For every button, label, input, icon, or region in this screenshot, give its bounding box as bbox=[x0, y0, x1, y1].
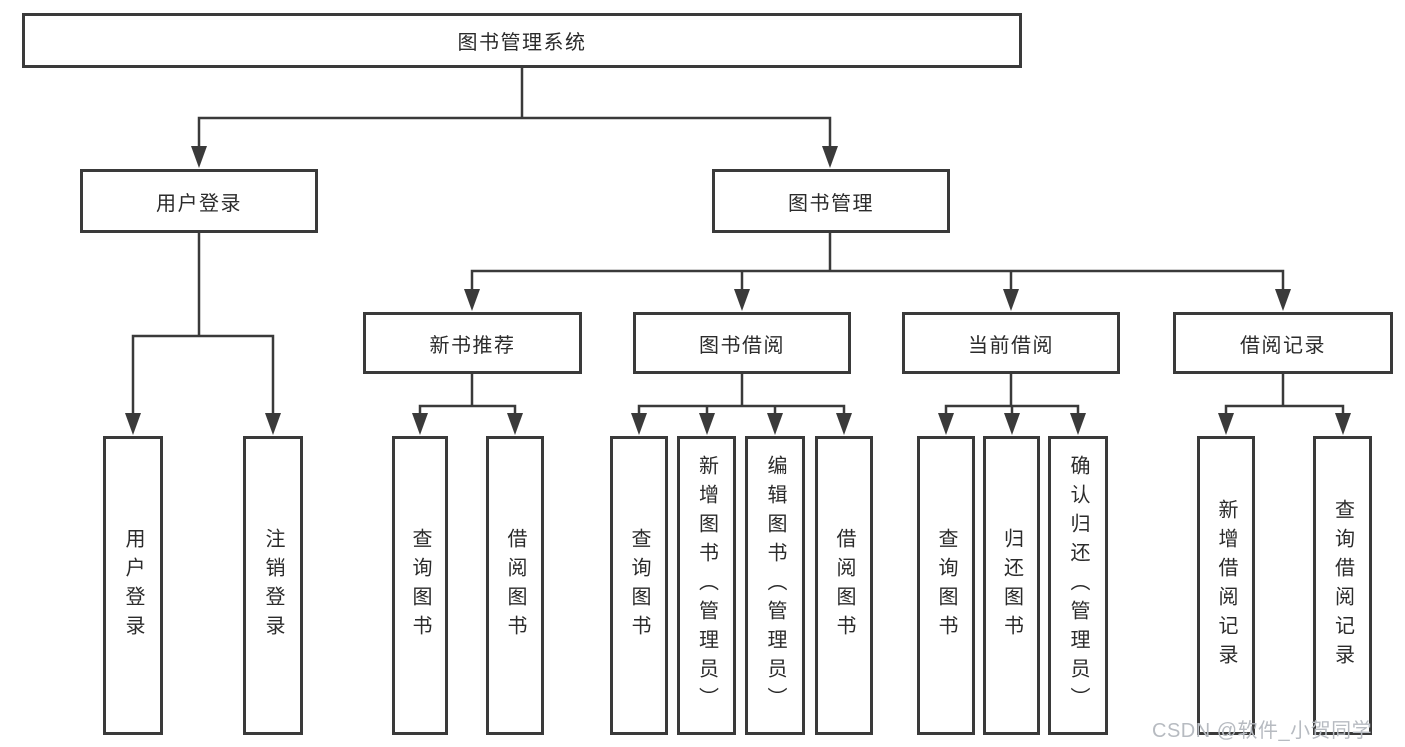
leaf-return-books-label: 归还图书 bbox=[1000, 527, 1023, 644]
node-new-book-recommend-label: 新书推荐 bbox=[429, 334, 516, 357]
leaf-query-books-recommend-label: 查询图书 bbox=[409, 527, 431, 644]
node-borrowing-records: 借阅记录 bbox=[1173, 312, 1393, 374]
node-current-borrowing-label: 当前借阅 bbox=[968, 334, 1054, 357]
leaf-add-books-admin-label: 新增图书（管理员） bbox=[695, 455, 718, 716]
leaf-edit-books-admin-label: 编辑图书（管理员） bbox=[764, 455, 786, 716]
watermark-text: CSDN @软件_小贺同学 bbox=[1152, 720, 1373, 742]
leaf-query-books-borrowing: 查询图书 bbox=[610, 436, 668, 735]
leaf-user-login: 用户登录 bbox=[103, 436, 163, 735]
leaf-borrow-books-borrowing-label: 借阅图书 bbox=[833, 527, 855, 644]
leaf-confirm-return-admin-label: 确认归还（管理员） bbox=[1067, 455, 1089, 716]
node-book-borrowing-label: 图书借阅 bbox=[699, 334, 785, 357]
leaf-add-borrow-record: 新增借阅记录 bbox=[1197, 436, 1255, 735]
leaf-edit-books-admin: 编辑图书（管理员） bbox=[745, 436, 805, 735]
leaf-query-books-current: 查询图书 bbox=[917, 436, 975, 735]
node-root: 图书管理系统 bbox=[22, 13, 1022, 68]
leaf-query-borrow-record-label: 查询借阅记录 bbox=[1331, 498, 1354, 673]
leaf-borrow-books-borrowing: 借阅图书 bbox=[815, 436, 873, 735]
node-book-management-label: 图书管理 bbox=[788, 192, 874, 215]
leaf-logout-label: 注销登录 bbox=[262, 527, 284, 644]
leaf-query-books-recommend: 查询图书 bbox=[392, 436, 448, 735]
node-borrowing-records-label: 借阅记录 bbox=[1240, 334, 1326, 357]
leaf-confirm-return-admin: 确认归还（管理员） bbox=[1048, 436, 1108, 735]
leaf-query-books-current-label: 查询图书 bbox=[935, 527, 957, 644]
leaf-borrow-books-recommend: 借阅图书 bbox=[486, 436, 544, 735]
node-user-login: 用户登录 bbox=[80, 169, 318, 233]
node-user-login-label: 用户登录 bbox=[156, 192, 242, 215]
arrowheads bbox=[125, 146, 1351, 435]
leaf-add-books-admin: 新增图书（管理员） bbox=[677, 436, 736, 735]
leaf-return-books: 归还图书 bbox=[983, 436, 1040, 735]
leaf-query-books-borrowing-label: 查询图书 bbox=[628, 527, 650, 644]
node-book-management: 图书管理 bbox=[712, 169, 950, 233]
node-book-borrowing: 图书借阅 bbox=[633, 312, 851, 374]
node-current-borrowing: 当前借阅 bbox=[902, 312, 1120, 374]
leaf-add-borrow-record-label: 新增借阅记录 bbox=[1215, 498, 1237, 673]
leaf-query-borrow-record: 查询借阅记录 bbox=[1313, 436, 1372, 735]
leaf-logout: 注销登录 bbox=[243, 436, 303, 735]
node-new-book-recommend: 新书推荐 bbox=[363, 312, 582, 374]
leaf-borrow-books-recommend-label: 借阅图书 bbox=[504, 527, 526, 644]
node-root-label: 图书管理系统 bbox=[457, 32, 587, 54]
leaf-user-login-label: 用户登录 bbox=[122, 527, 144, 644]
